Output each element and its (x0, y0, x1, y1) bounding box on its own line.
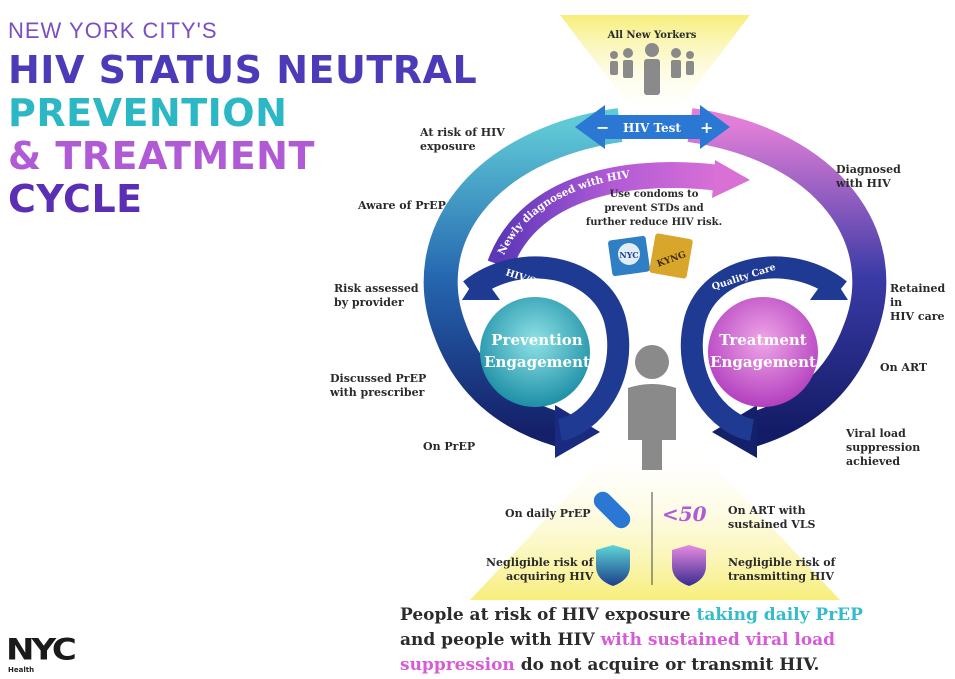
step-on-prep: On PrEP (423, 440, 476, 453)
bottom-glow (470, 440, 840, 600)
condoms-note-3: further reduce HIV risk. (586, 217, 722, 228)
minus-icon: − (596, 118, 609, 137)
hiv-sti-testing-swirl (463, 256, 630, 441)
treatment-circle (708, 297, 818, 407)
outcome-daily-prep: On daily PrEP (505, 507, 591, 520)
hiv-test-arrow[interactable] (575, 105, 730, 149)
treatment-label-2: Engagement (710, 353, 816, 371)
prevention-label-2: Engagement (484, 353, 590, 371)
prevention-label-1: Prevention (491, 331, 583, 349)
step-aware-prep: Aware of PrEP (358, 199, 446, 212)
testing-arrowhead (462, 272, 500, 300)
outer-right-arc (687, 108, 887, 447)
title-line-4: CYCLE (8, 177, 143, 221)
condoms-note-1: Use condoms to (610, 189, 699, 200)
quality-care-swirl (680, 256, 847, 441)
people-group-icon (610, 43, 694, 95)
population-label: All New Yorkers (607, 30, 697, 41)
svg-text:NYC: NYC (619, 250, 638, 260)
condom-packet-gold-icon: KYNG (649, 233, 693, 279)
newly-diagnosed-arc (487, 162, 722, 270)
hiv-test-label: HIV Test (623, 121, 681, 135)
step-on-art: On ART (880, 361, 928, 374)
shield-teal-icon (596, 545, 630, 586)
vls-value: <50 (662, 502, 707, 526)
title-line-2: PREVENTION (8, 91, 288, 135)
title-line-1: HIV STATUS NEUTRAL (8, 48, 478, 92)
summary-statement: People at risk of HIV exposure taking da… (400, 605, 863, 675)
inner-arrowhead (712, 160, 750, 198)
title-line-3: & TREATMENT (8, 134, 315, 178)
title-kicker: NEW YORK CITY'S (8, 18, 218, 43)
outer-left-arc (423, 108, 623, 447)
condoms-note-2: prevent STDs and (604, 203, 703, 214)
quality-arrowhead (810, 272, 848, 300)
person-icon (628, 345, 676, 470)
nyc-logo-sub: Health (8, 666, 35, 674)
shield-pink-icon (672, 545, 706, 586)
pill-icon (593, 491, 631, 529)
treatment-label-1: Treatment (719, 331, 806, 349)
plus-icon: + (700, 118, 713, 137)
prevention-circle (480, 297, 590, 407)
nyc-logo: NYC (6, 633, 77, 667)
condom-packet-blue-icon: NYC (608, 235, 650, 277)
